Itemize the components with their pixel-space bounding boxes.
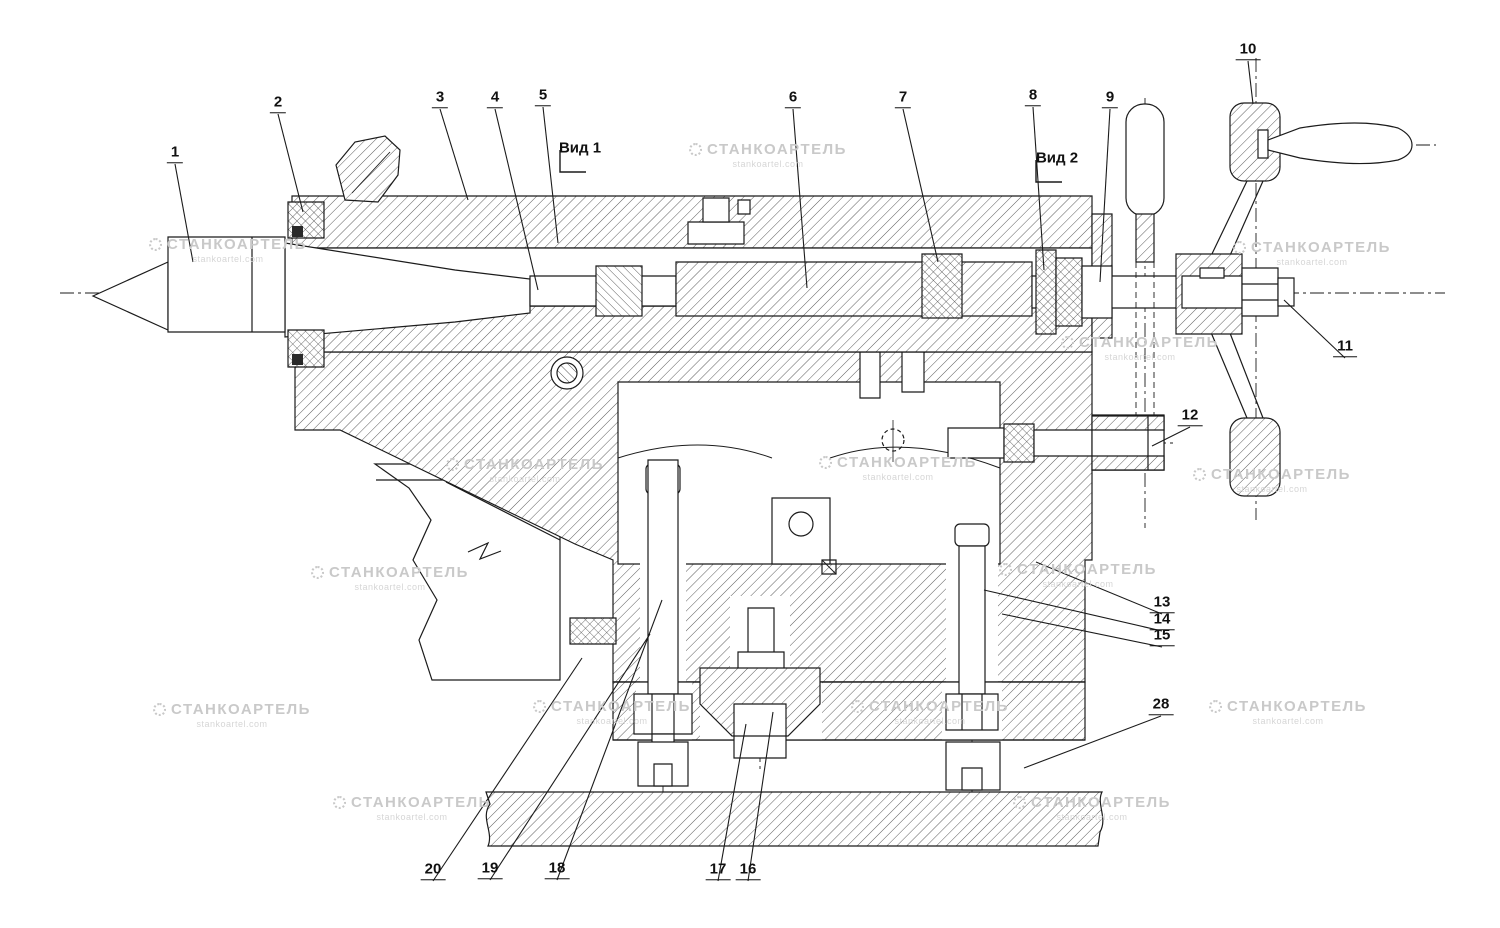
callout-7: 7	[894, 89, 912, 108]
screw-nut-and-bearing	[922, 250, 1112, 334]
view-label-1: Вид 1	[558, 139, 602, 157]
callout-2: 2	[269, 94, 287, 113]
quill-clamp-lever	[1126, 104, 1164, 420]
callout-11: 11	[1333, 338, 1357, 357]
clamp-rings	[288, 202, 324, 367]
callout-9: 9	[1101, 89, 1119, 108]
callout-8: 8	[1024, 87, 1042, 106]
callout-12: 12	[1177, 407, 1203, 426]
oil-cap	[688, 198, 750, 244]
callout-16: 16	[735, 861, 761, 880]
handwheel-handle	[1258, 123, 1412, 164]
callout-10: 10	[1235, 41, 1261, 60]
handwheel	[1176, 103, 1294, 496]
callout-18: 18	[544, 860, 570, 879]
bolt-right	[946, 524, 1000, 790]
callout-5: 5	[534, 87, 552, 106]
callout-17: 17	[705, 861, 731, 880]
tailstock-body	[295, 352, 1164, 682]
bed-section-band	[486, 792, 1103, 846]
view-label-2: Вид 2	[1035, 149, 1079, 167]
thrust-unit	[948, 416, 1164, 470]
callout-28: 28	[1148, 696, 1174, 715]
callout-3: 3	[431, 89, 449, 108]
bolt-left	[634, 460, 692, 786]
clamp-shoe-assembly	[700, 608, 820, 758]
callout-20: 20	[420, 861, 446, 880]
dead-center	[93, 237, 285, 332]
callout-leader-lines	[175, 61, 1345, 881]
clamp-handle-stub	[336, 136, 400, 202]
view-marks	[560, 150, 1062, 182]
callout-14: 14	[1149, 611, 1175, 630]
callout-1: 1	[166, 144, 184, 163]
callout-19: 19	[477, 860, 503, 879]
callout-6: 6	[784, 89, 802, 108]
callout-15: 15	[1149, 627, 1175, 646]
callout-4: 4	[486, 89, 504, 108]
callout-13: 13	[1149, 594, 1175, 613]
